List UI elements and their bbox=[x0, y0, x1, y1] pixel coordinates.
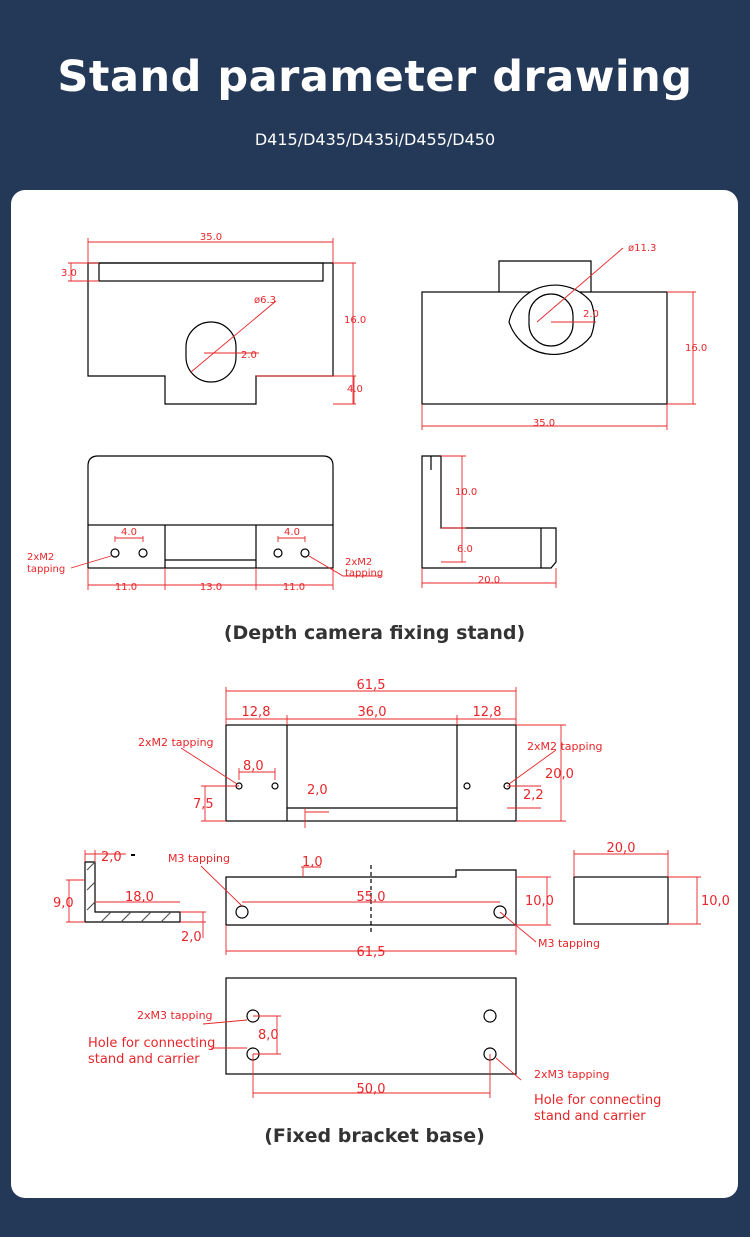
profile-upper-dim: 10.0 bbox=[455, 487, 477, 498]
bottom-pitch-left-dim: 4.0 bbox=[121, 527, 137, 538]
top-right-offset-dim: 2,2 bbox=[523, 788, 544, 803]
front-left-tapping-label: M3 tapping bbox=[168, 852, 230, 865]
base-end-view bbox=[573, 876, 669, 925]
stand-front-view bbox=[87, 262, 334, 405]
drawing-card: 35.0 3.0 16.0 ø6.3 2.0 4.0 ø11.3 2.0 16.… bbox=[11, 190, 738, 1198]
front-height-dim: 16.0 bbox=[344, 315, 366, 326]
end-width-dim: 20,0 bbox=[607, 841, 636, 856]
section2-caption: (Fixed bracket base) bbox=[264, 1125, 485, 1147]
stand-profile-view bbox=[421, 455, 557, 569]
front-right-tapping-label: M3 tapping bbox=[538, 937, 600, 950]
section1-caption: (Depth camera fixing stand) bbox=[223, 622, 526, 644]
top-pocket-depth-dim: 2,0 bbox=[307, 783, 328, 798]
bottom-right-label: 2xM2 bbox=[345, 557, 372, 568]
bottom-left-label: 2xM2 bbox=[27, 552, 54, 563]
top-right-height-dim: 20,0 bbox=[545, 767, 574, 782]
stand-bottom-view bbox=[87, 455, 334, 569]
page-title: Stand parameter drawing bbox=[57, 52, 693, 102]
top-left-tapping-label: 2xM2 tapping bbox=[138, 736, 214, 749]
top-right-dim: 12,8 bbox=[473, 705, 502, 720]
top-left-dim: 12,8 bbox=[242, 705, 271, 720]
top-hole-gap-dim: 8,0 bbox=[243, 759, 264, 774]
technical-drawing: 35.0 3.0 16.0 ø6.3 2.0 4.0 ø11.3 2.0 16.… bbox=[27, 232, 730, 1124]
angle-profile-view bbox=[84, 854, 181, 923]
angle-bottom-thickness-dim: 2,0 bbox=[181, 930, 202, 945]
front-diameter-dim: ø6.3 bbox=[254, 295, 276, 306]
side-diameter-dim: ø11.3 bbox=[628, 243, 656, 254]
page-subtitle: D415/D435/D435i/D455/D450 bbox=[254, 130, 496, 149]
angle-flange-dim: 18,0 bbox=[125, 890, 154, 905]
profile-lower-dim: 6.0 bbox=[457, 544, 473, 555]
angle-height-dim: 9,0 bbox=[53, 896, 74, 911]
plate-hole-label-left-2: stand and carrier bbox=[88, 1052, 200, 1067]
top-hole-height-dim: 7,5 bbox=[193, 797, 214, 812]
plate-right-tapping-label: 2xM3 tapping bbox=[534, 1068, 610, 1081]
top-overall-dim: 61,5 bbox=[357, 678, 386, 693]
plate-left-tapping-label: 2xM3 tapping bbox=[137, 1009, 213, 1022]
bottom-seg3-dim: 11.0 bbox=[283, 582, 305, 593]
top-middle-dim: 36,0 bbox=[358, 705, 387, 720]
bottom-left-label-2: tapping bbox=[27, 564, 65, 575]
end-height-dim: 10,0 bbox=[701, 894, 730, 909]
plate-hole-gap-dim: 8,0 bbox=[258, 1028, 279, 1043]
base-top-view bbox=[225, 724, 517, 822]
bottom-seg1-dim: 11.0 bbox=[115, 582, 137, 593]
plate-hole-label-left-1: Hole for connecting bbox=[88, 1036, 215, 1051]
top-right-tapping-label: 2xM2 tapping bbox=[527, 740, 603, 753]
front-notch-dim: 1,0 bbox=[302, 855, 323, 870]
bottom-right-label-2: tapping bbox=[345, 568, 383, 579]
front-top-dim: 3.0 bbox=[61, 268, 77, 279]
plate-hole-label-right-2: stand and carrier bbox=[534, 1109, 646, 1124]
side-height-dim: 16.0 bbox=[685, 343, 707, 354]
front-bottom-dim: 4.0 bbox=[347, 384, 363, 395]
front-height-dim-2: 10,0 bbox=[525, 894, 554, 909]
profile-width-dim: 20.0 bbox=[478, 575, 500, 586]
front-width-dim: 35.0 bbox=[200, 232, 222, 243]
stand-side-view bbox=[421, 260, 668, 405]
front-hole-span-dim: 55,0 bbox=[357, 890, 386, 905]
front-slot-dim: 2.0 bbox=[241, 350, 257, 361]
angle-top-thickness-dim: 2,0 bbox=[101, 850, 122, 865]
plate-hole-label-right-1: Hole for connecting bbox=[534, 1093, 661, 1108]
side-width-dim: 35.0 bbox=[533, 418, 555, 429]
base-plate-view bbox=[225, 977, 517, 1075]
bottom-seg2-dim: 13.0 bbox=[200, 582, 222, 593]
front-overall-dim: 61,5 bbox=[357, 945, 386, 960]
bottom-pitch-right-dim: 4.0 bbox=[284, 527, 300, 538]
side-slot-dim: 2.0 bbox=[583, 309, 599, 320]
plate-span-dim: 50,0 bbox=[357, 1082, 386, 1097]
